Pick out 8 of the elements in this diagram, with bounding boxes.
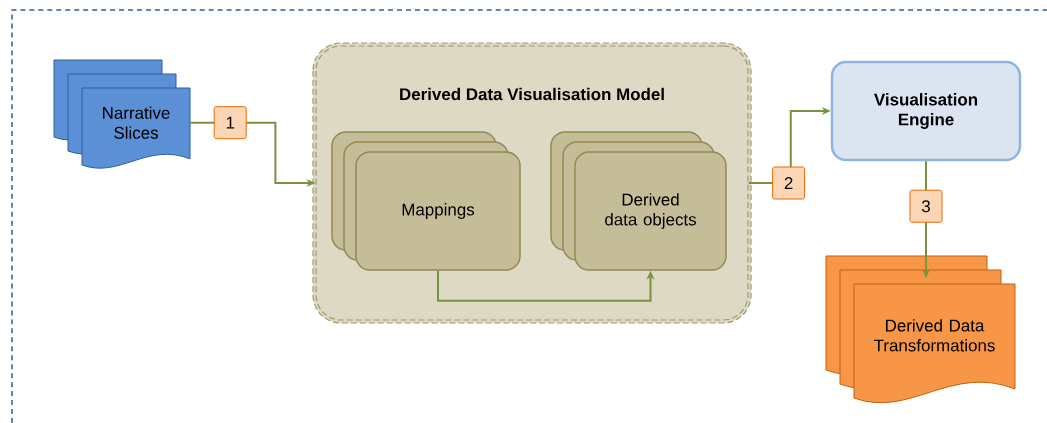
stacked-box: Derived data objects <box>550 131 727 271</box>
process-box: Visualisation Engine <box>830 60 1022 162</box>
step-number: 1 <box>213 106 247 140</box>
stacked-box: Mappings <box>331 131 521 271</box>
step-number: 3 <box>909 189 943 223</box>
document-stack: Narrative Slices <box>53 59 191 169</box>
step-number: 2 <box>772 166 806 200</box>
document-stack: Derived Data Transformations <box>825 255 1016 404</box>
